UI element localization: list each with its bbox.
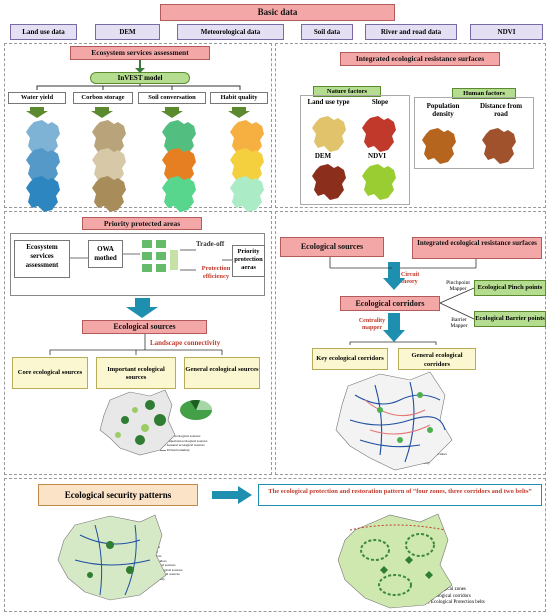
bottom-left-legend: Barrier point Pinch point Key corridors … <box>142 545 202 581</box>
basic-item-dem: DEM <box>95 24 160 40</box>
nature-box <box>300 95 410 205</box>
legend-urban: Urban boundary <box>166 447 190 452</box>
right-sources-box: Ecological sources <box>280 237 384 257</box>
ecosystem-services-box: Ecosystem services assessment <box>14 240 70 278</box>
nature-ndvi: NDVI <box>368 152 386 160</box>
circuit-theory: Circuit theory <box>401 272 420 285</box>
legend-general: General ecological sources <box>166 443 205 447</box>
bl-legend-7: Urban boundary <box>142 576 165 581</box>
landscape-connectivity: Landscape connectivity <box>150 339 221 347</box>
barrier-points-box: Ecological Barrier points <box>474 311 546 327</box>
corridors-box: Ecological corridors <box>340 296 440 311</box>
col-habit-quality: Habit quality <box>210 92 268 104</box>
human-factors: Human factors <box>452 88 516 99</box>
legend-important: Important ecological sources <box>166 438 208 443</box>
basic-item-soil: Soil data <box>301 24 353 40</box>
legend-urban-r: Urban boundary <box>406 460 430 465</box>
basic-item-land-use: Land use data <box>10 24 77 40</box>
legend-core: Core ecological sources <box>166 434 201 438</box>
priority-title: Priority protected areas <box>82 217 202 230</box>
security-patterns-box: Ecological security patterns <box>38 484 198 506</box>
general-corridors-box: General ecological corridors <box>398 348 476 370</box>
br-legend-corr: Ecological corridors <box>430 593 471 599</box>
basic-data-title: Basic data <box>160 4 395 21</box>
bottom-panel <box>4 478 546 612</box>
col-water-yield: Water yield <box>8 92 66 104</box>
human-box <box>414 97 534 169</box>
nature-factors: Nature factors <box>313 86 381 97</box>
human-population: Population density <box>426 102 460 118</box>
basic-item-meteorological: Meteorological data <box>177 24 284 40</box>
corridor-panel <box>275 211 546 475</box>
basic-item-ndvi: NDVI <box>470 24 543 40</box>
human-distance-road: Distance from road <box>479 102 523 118</box>
resistance-panel <box>275 43 546 208</box>
left-source-legend: Core ecological sources Important ecolog… <box>160 434 222 452</box>
nature-dem: DEM <box>314 152 332 160</box>
priority-panel <box>4 211 272 475</box>
key-corridors-box: Key ecological corridors <box>312 348 388 370</box>
left-sources-title: Ecological sources <box>82 320 207 334</box>
core-sources-box: Core ecological sources <box>12 357 88 389</box>
legend-key-corr: Key ecological corridors <box>406 447 442 451</box>
barrier-mapper: Barrier Mapper <box>450 317 468 329</box>
resistance-title: Integrated ecological resistance surface… <box>340 52 500 66</box>
tradeoff-label: Trade-off <box>196 240 225 248</box>
br-legend-belts: Ecological Protection belts <box>430 600 485 605</box>
right-resistance-box: Integrated ecological resistance surface… <box>412 237 542 259</box>
nature-slope: Slope <box>371 98 389 106</box>
pattern-box: The ecological protection and restoratio… <box>258 484 542 506</box>
ecosystem-panel <box>4 43 272 208</box>
legend-general-corr: General ecological corridors <box>406 451 447 456</box>
nature-land-use: Land use type <box>307 98 350 106</box>
pinchpoint-mapper: Pinchpoint Mapper <box>446 280 470 292</box>
col-soil-conversation: Soil conversation <box>138 92 206 104</box>
general-sources-box: General ecological sources <box>184 357 260 389</box>
important-sources-box: Important ecological sources <box>96 357 176 389</box>
ecosystem-title: Ecosystem services assessment <box>70 46 210 60</box>
bottom-right-legend: ◯ Ecological zones ◆ Ecological corridor… <box>425 587 485 605</box>
owa-box: OWA mothed <box>88 240 123 268</box>
br-legend-zones: Ecological zones <box>431 587 466 592</box>
basic-item-river-road: River and road data <box>365 24 457 40</box>
legend-sources: Ecological sources <box>406 456 434 460</box>
pinch-points-box: Ecological Pinch points <box>474 280 546 296</box>
centrality-mapper: Centrality mapper <box>358 318 386 331</box>
right-corridor-legend: Key ecological corridors General ecologi… <box>400 447 480 465</box>
col-carbon-storage: Corbon storage <box>73 92 133 104</box>
protection-efficiency-label: Protection efficiency <box>201 265 231 280</box>
priority-protection-box: Priority protection aeras <box>232 245 265 277</box>
